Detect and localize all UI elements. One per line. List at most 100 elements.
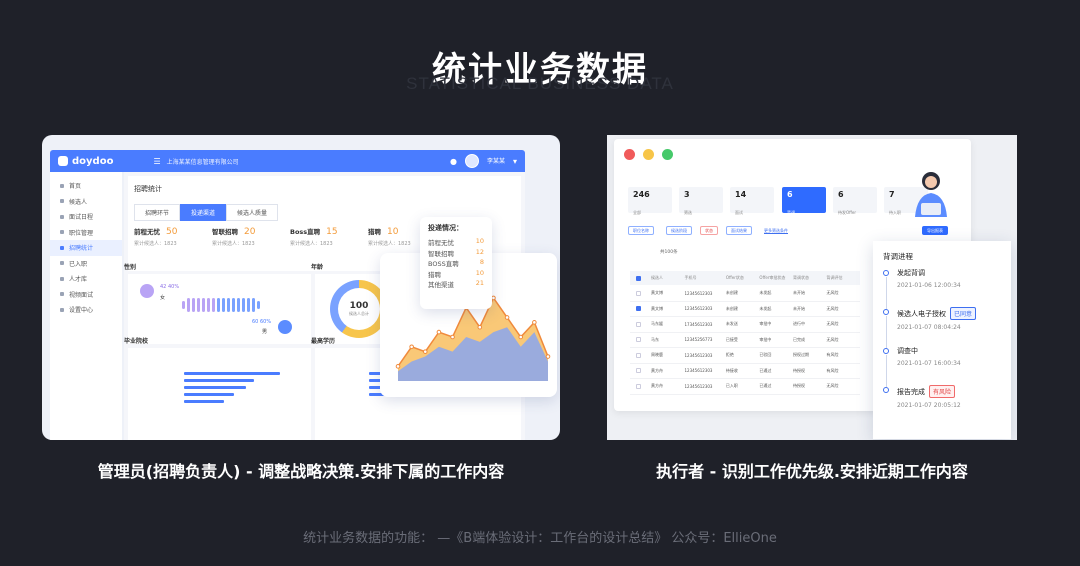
app-logo: doydoo	[72, 155, 114, 167]
sidebar-item-label: 首页	[69, 183, 82, 191]
column-header[interactable]: 手机号	[684, 275, 697, 280]
row-checkbox[interactable]	[636, 290, 641, 296]
gender-bars	[182, 298, 260, 312]
data-point[interactable]	[518, 334, 524, 340]
menu-icon[interactable]: ☰	[153, 156, 161, 166]
table-cell: 已通过	[759, 383, 772, 389]
row-checkbox[interactable]	[636, 321, 641, 327]
sidebar-item-label: 已入职	[69, 260, 88, 268]
column-header[interactable]: 背调状态	[792, 275, 809, 280]
sidebar-item[interactable]: 设置中心	[50, 302, 122, 318]
export-button[interactable]: 导出报表	[922, 226, 948, 235]
sidebar-item[interactable]: 候选人	[50, 194, 122, 210]
gender-title: 性别	[124, 264, 137, 271]
sidebar-item[interactable]: 视频面试	[50, 287, 122, 303]
row-checkbox[interactable]	[636, 306, 641, 312]
page-title: 统计业务数据	[432, 50, 648, 90]
bell-icon[interactable]: ●	[449, 156, 457, 166]
filter-stage[interactable]: 候选阶段	[666, 226, 692, 235]
female-pct: 42 40%	[160, 284, 180, 290]
data-point[interactable]	[422, 349, 428, 354]
close-dot-icon[interactable]	[624, 149, 635, 160]
sidebar: 首页候选人面试日程职位管理招聘统计已入职人才库视频面试设置中心	[50, 172, 122, 440]
row-checkbox[interactable]	[636, 383, 641, 389]
tab-stage[interactable]: 招聘环节	[134, 204, 181, 221]
data-point[interactable]	[409, 344, 414, 350]
row-checkbox[interactable]	[636, 352, 641, 358]
table-cell: 黄方舟	[650, 367, 663, 373]
data-point[interactable]	[545, 354, 551, 359]
sidebar-item-label: 设置中心	[69, 307, 94, 315]
sidebar-item[interactable]: 招聘统计	[50, 240, 122, 256]
step-status-badge: 已同意	[950, 307, 977, 320]
table-cell: 待接收	[725, 367, 738, 373]
chevron-down-icon[interactable]: ▾	[512, 156, 517, 166]
more-filters-link[interactable]: 更多筛选条件	[764, 228, 788, 233]
male-pct: 60 60%	[252, 319, 272, 325]
tab-channel[interactable]: 投递渠道	[180, 204, 227, 221]
series-line	[397, 296, 549, 367]
minimize-dot-icon[interactable]	[643, 149, 654, 160]
table-cell: 已完成	[792, 336, 805, 342]
column-header[interactable]: Offer状态	[725, 275, 744, 280]
sidebar-item[interactable]: 首页	[50, 178, 122, 194]
column-header[interactable]: 候选人	[650, 275, 663, 280]
row-checkbox[interactable]	[636, 337, 641, 343]
table-cell: 黄文博	[650, 290, 663, 296]
kpi-label: 待发Offer	[838, 210, 857, 215]
filter-status[interactable]: 状态	[700, 226, 718, 235]
table-cell: 有风险	[826, 352, 839, 358]
data-point[interactable]	[532, 320, 537, 325]
row-checkbox[interactable]	[636, 368, 641, 374]
sidebar-item[interactable]: 已入职	[50, 256, 122, 272]
sidebar-item[interactable]: 人才库	[50, 271, 122, 287]
company-name: 上海某某信息管理有限公司	[166, 158, 239, 166]
data-point[interactable]	[477, 324, 483, 330]
data-point[interactable]	[504, 315, 510, 320]
data-point[interactable]	[450, 334, 455, 340]
user-name[interactable]: 李某某	[486, 157, 505, 165]
data-point[interactable]	[436, 329, 442, 335]
data-point[interactable]	[491, 295, 496, 301]
section-title: 招聘统计	[134, 185, 162, 193]
table-cell: 无风险	[826, 383, 839, 389]
step-connector	[886, 277, 887, 309]
table-cell: 17345612303	[684, 321, 713, 327]
maximize-dot-icon[interactable]	[662, 149, 673, 160]
table-cell: 已入职	[725, 383, 738, 389]
data-point[interactable]	[395, 364, 401, 369]
column-header[interactable]: Offer审批状态	[759, 275, 786, 280]
donut-value: 100	[349, 301, 369, 311]
column-header[interactable]: 背调评估	[826, 275, 843, 280]
sidebar-icon	[60, 276, 64, 281]
select-all-checkbox[interactable]	[636, 275, 641, 281]
avatar[interactable]	[464, 154, 479, 168]
sidebar-item[interactable]: 面试日程	[50, 209, 122, 225]
filter-position[interactable]: 职位名称	[628, 226, 654, 235]
table-cell: 拒绝	[725, 352, 734, 358]
table-cell: 未创建	[725, 290, 738, 296]
filter-result[interactable]: 面试结果	[726, 226, 752, 235]
step-time: 2021-01-07 16:00:34	[897, 360, 961, 367]
manager-dashboard-screenshot: doydoo ☰ 上海某某信息管理有限公司 ● 李某某 ▾ 首页候选人面试日程职…	[42, 135, 560, 440]
age-title: 年龄	[311, 264, 324, 271]
tab-quality[interactable]: 候选人质量	[226, 204, 279, 221]
sidebar-item[interactable]: 职位管理	[50, 225, 122, 241]
